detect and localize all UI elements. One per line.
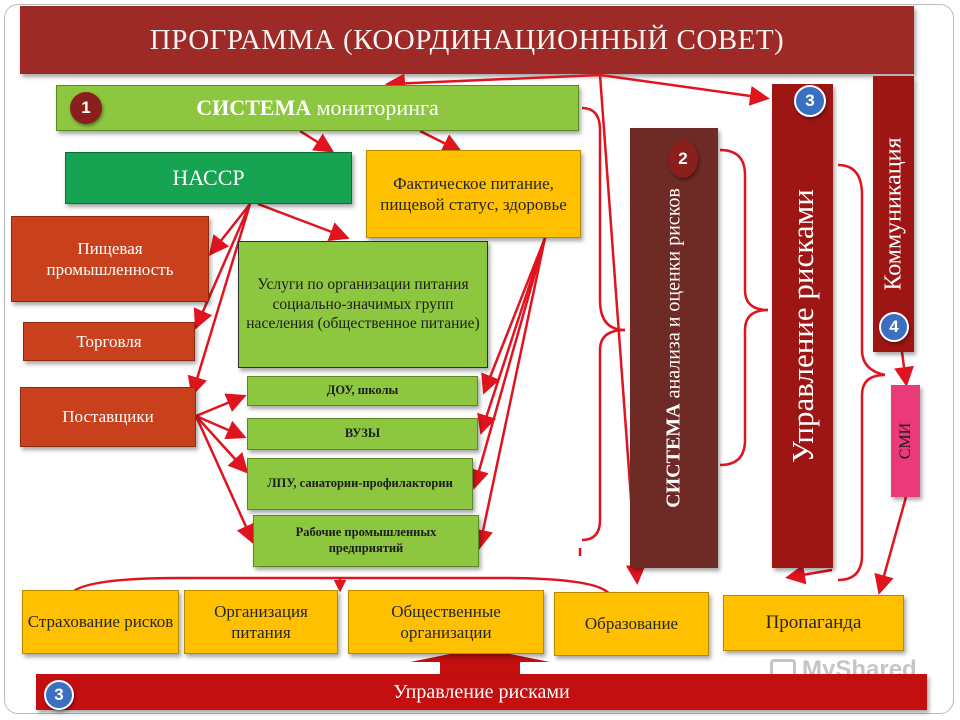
catering-services-box: Услуги по организации питания социально-… bbox=[238, 241, 488, 368]
badge-1: 1 bbox=[70, 92, 102, 124]
media-label: СМИ bbox=[896, 422, 914, 460]
food-industry-box: Пищевая промышленность bbox=[11, 216, 209, 302]
risk-analysis-system-box: СИСТЕМА анализа и оценки рисков bbox=[630, 128, 718, 568]
risk-management-bar: Управление рисками bbox=[36, 674, 927, 710]
bottom-box-label: Пропаганда bbox=[765, 612, 862, 634]
monitoring-system-bold: СИСТЕМА bbox=[196, 95, 312, 121]
haccp-label: НАССР bbox=[172, 165, 245, 191]
media-box: СМИ bbox=[891, 385, 920, 497]
haccp-box: НАССР bbox=[65, 152, 352, 204]
bottom-box-label: Общественные организации bbox=[391, 601, 501, 642]
bottom-box-label: Образование bbox=[584, 614, 679, 634]
badge-3-bottom: 3 bbox=[44, 680, 74, 710]
bottom-box-label: Страхование рисков bbox=[27, 612, 174, 632]
risk-management-bar-label: Управление рисками bbox=[393, 680, 570, 703]
badge-4-number: 4 bbox=[889, 317, 899, 336]
trade-box: Торговля bbox=[23, 322, 195, 361]
slide-frame bbox=[4, 4, 954, 714]
actual-nutrition-label: Фактическое питание, пищевой статус, здо… bbox=[380, 173, 567, 214]
institution-label: ДОУ, школы bbox=[326, 383, 399, 398]
monitoring-system-box: СИСТЕМА мониторинга bbox=[56, 85, 579, 131]
public-organizations-box: Общественные организации bbox=[348, 590, 544, 654]
badge-4: 4 bbox=[879, 312, 909, 342]
propaganda-box: Пропаганда bbox=[723, 595, 904, 651]
institution-box-workers: Рабочие промышленных предприятий bbox=[253, 515, 479, 567]
risk-management-vertical-label: Управление рисками bbox=[784, 189, 820, 463]
food-industry-label: Пищевая промышленность bbox=[46, 238, 174, 279]
institution-label: ВУЗЫ bbox=[344, 426, 381, 441]
badge-3-bottom-number: 3 bbox=[54, 685, 64, 704]
catering-organization-box: Организация питания bbox=[184, 590, 338, 654]
badge-3-top-number: 3 bbox=[805, 91, 815, 110]
institution-label: ЛПУ, санатории-профилактории bbox=[267, 476, 453, 491]
institution-box-schools: ДОУ, школы bbox=[247, 376, 478, 406]
institution-box-hospitals: ЛПУ, санатории-профилактории bbox=[247, 458, 473, 510]
suppliers-box: Поставщики bbox=[20, 387, 196, 447]
badge-2: 2 bbox=[668, 140, 698, 178]
trade-label: Торговля bbox=[76, 331, 142, 351]
actual-nutrition-box: Фактическое питание, пищевой статус, здо… bbox=[366, 150, 581, 238]
communication-label: Коммуникация bbox=[880, 137, 906, 291]
communication-box: Коммуникация bbox=[873, 76, 914, 352]
risk-analysis-rest: анализа и оценки рисков bbox=[662, 188, 685, 404]
institution-box-universities: ВУЗЫ bbox=[247, 418, 478, 450]
bottom-box-label: Организация питания bbox=[214, 601, 308, 642]
catering-services-label: Услуги по организации питания социально-… bbox=[246, 276, 480, 333]
institution-label: Рабочие промышленных предприятий bbox=[295, 525, 437, 555]
badge-1-number: 1 bbox=[81, 98, 91, 117]
risk-analysis-bold: СИСТЕМА bbox=[662, 403, 685, 508]
risk-management-vertical-box: Управление рисками bbox=[772, 84, 833, 568]
badge-3-top: 3 bbox=[794, 85, 826, 117]
program-title: ПРОГРАММА (КООРДИНАЦИОННЫЙ СОВЕТ) bbox=[20, 6, 914, 74]
program-title-text: ПРОГРАММА (КООРДИНАЦИОННЫЙ СОВЕТ) bbox=[149, 23, 785, 56]
insurance-box: Страхование рисков bbox=[22, 590, 179, 654]
suppliers-label: Поставщики bbox=[62, 407, 154, 427]
badge-2-number: 2 bbox=[678, 149, 688, 168]
education-box: Образование bbox=[554, 592, 709, 656]
monitoring-system-rest: мониторинга bbox=[311, 95, 439, 121]
